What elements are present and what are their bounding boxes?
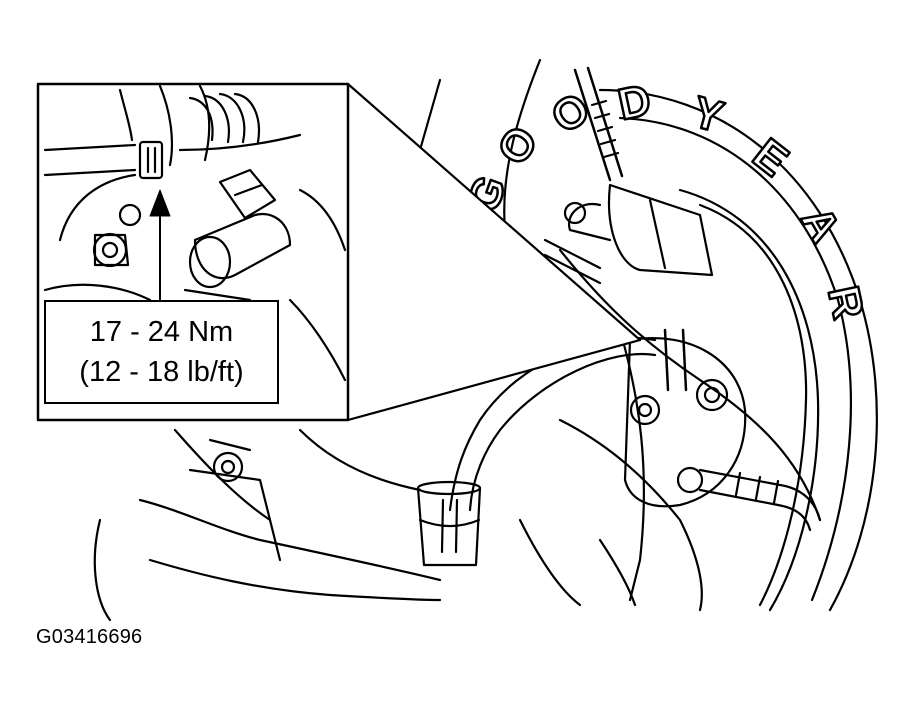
torque-spec-lbft: (12 - 18 lb/ft): [79, 356, 244, 388]
torque-spec-box: 17 - 24 Nm (12 - 18 lb/ft): [44, 300, 279, 404]
callout-wedge-edge: [346, 82, 642, 342]
tire-letter: O: [488, 118, 548, 174]
callout-arrowhead: [149, 189, 171, 217]
tire-letter: Y: [687, 87, 728, 142]
torque-spec-nm: 17 - 24 Nm: [89, 316, 234, 348]
tire-letter: A: [791, 199, 849, 251]
callout-wedge-edge: [346, 338, 642, 422]
tire-letter: D: [614, 75, 655, 130]
callout-wedge: [348, 84, 640, 420]
tire-letter: O: [543, 83, 599, 143]
tire-letter: E: [744, 129, 797, 186]
figure-id: G03416696: [36, 626, 143, 648]
